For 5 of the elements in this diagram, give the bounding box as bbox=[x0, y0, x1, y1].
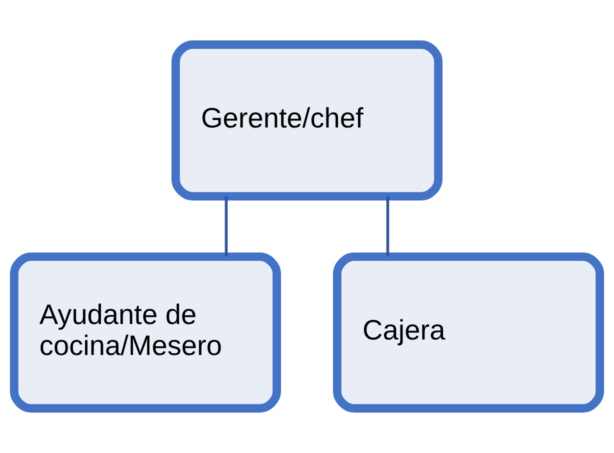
connector bbox=[224, 196, 228, 256]
connector bbox=[386, 196, 390, 256]
node-box: Gerente/chef bbox=[171, 40, 443, 201]
node-box: Ayudante de cocina/Mesero bbox=[10, 252, 282, 413]
node-box: Cajera bbox=[332, 252, 604, 413]
